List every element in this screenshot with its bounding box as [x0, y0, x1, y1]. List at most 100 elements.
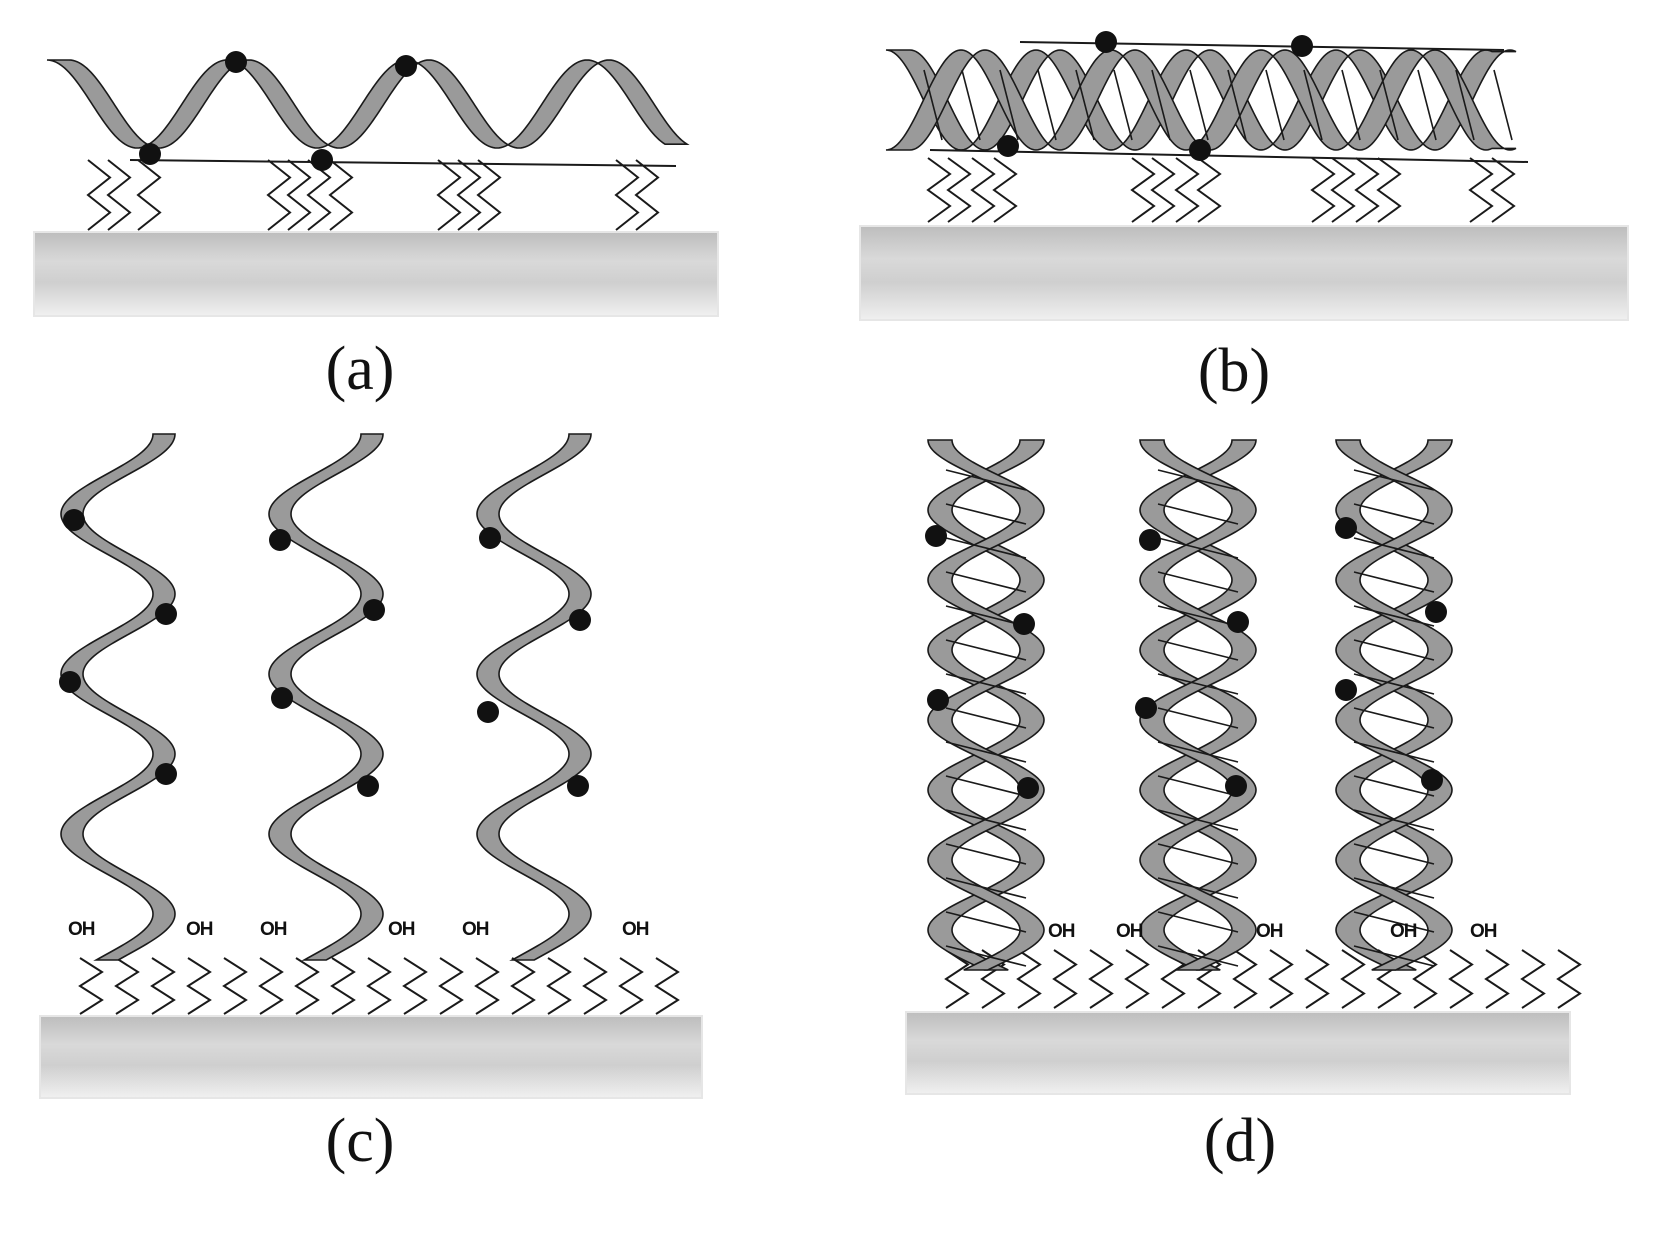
base-pair-line — [945, 707, 1027, 729]
base-pair-line — [1353, 945, 1435, 967]
base-pair-line — [1157, 775, 1239, 797]
base-pair-line — [1265, 69, 1285, 141]
base-pair-line — [1157, 639, 1239, 661]
base-pair-line — [1157, 843, 1239, 865]
base-pair-line — [1157, 945, 1239, 967]
base-pair-line — [945, 605, 1027, 627]
oh-label: OH — [1470, 921, 1497, 942]
marker-bead — [997, 135, 1019, 157]
base-pair-line — [1493, 69, 1513, 141]
dna-strand — [885, 49, 1517, 151]
dna-strand — [476, 433, 592, 961]
dna-strand — [46, 59, 690, 149]
linker-chain — [1448, 949, 1474, 1009]
linker-chain — [1016, 949, 1042, 1009]
linker-chain — [946, 157, 972, 223]
marker-bead — [155, 763, 177, 785]
base-pair-line — [1151, 69, 1171, 141]
base-pair-line — [1157, 673, 1239, 695]
marker-bead — [479, 527, 501, 549]
linker-chain — [436, 159, 462, 231]
linker-chain — [1124, 949, 1150, 1009]
marker-bead — [1013, 613, 1035, 635]
base-pair-line — [945, 843, 1027, 865]
linker-chain — [634, 159, 660, 231]
linker-chain — [306, 159, 332, 231]
linker-chain — [186, 957, 212, 1015]
substrate — [905, 1011, 1571, 1095]
base-pair-line — [923, 69, 943, 141]
base-pair-line — [1157, 877, 1239, 899]
marker-bead — [311, 149, 333, 171]
base-pair-line — [1157, 741, 1239, 763]
linker-chain — [328, 159, 354, 231]
linker-chain — [1088, 949, 1114, 1009]
linker-chain — [330, 957, 356, 1015]
base-pair-line — [1157, 571, 1239, 593]
linker-chain — [1052, 949, 1078, 1009]
marker-bead — [1335, 517, 1357, 539]
base-pair-line — [945, 775, 1027, 797]
base-pair-line — [945, 537, 1027, 559]
base-pair-line — [1353, 843, 1435, 865]
marker-bead — [477, 701, 499, 723]
oh-label: OH — [462, 919, 489, 940]
base-pair-line — [945, 809, 1027, 831]
base-pair-line — [1353, 469, 1435, 491]
linker-chain — [654, 957, 680, 1015]
linker-chain — [402, 957, 428, 1015]
linker-chain — [136, 159, 162, 231]
base-pair-line — [1353, 741, 1435, 763]
base-pair-line — [945, 469, 1027, 491]
linker-chain — [294, 957, 320, 1015]
base-pair-line — [945, 503, 1027, 525]
substrate — [859, 225, 1629, 321]
base-pair-line — [945, 945, 1027, 967]
base-pair-line — [1157, 911, 1239, 933]
base-pair-line — [1227, 69, 1247, 141]
linker-chain — [1196, 157, 1222, 223]
linker-chain — [106, 159, 132, 231]
strand-baseline — [129, 159, 677, 167]
base-pair-line — [1157, 469, 1239, 491]
base-pair-line — [1157, 809, 1239, 831]
base-pair-line — [1353, 673, 1435, 695]
marker-bead — [1421, 769, 1443, 791]
base-pair-line — [1075, 69, 1095, 141]
linker-chain — [78, 957, 104, 1015]
linker-chain — [510, 957, 536, 1015]
linker-chain — [1130, 157, 1156, 223]
panel-label-c: (c) — [325, 1107, 395, 1175]
linker-chain — [582, 957, 608, 1015]
base-pair-line — [999, 69, 1019, 141]
base-pair-line — [1189, 69, 1209, 141]
marker-bead — [567, 775, 589, 797]
linker-chain — [1468, 157, 1494, 223]
marker-bead — [1227, 611, 1249, 633]
base-pair-line — [1113, 69, 1133, 141]
base-pair-line — [1341, 69, 1361, 141]
base-pair-line — [1303, 69, 1323, 141]
oh-label: OH — [1116, 921, 1143, 942]
oh-label: OH — [388, 919, 415, 940]
linker-chain — [1484, 949, 1510, 1009]
linker-chain — [456, 159, 482, 231]
linker-chain — [366, 957, 392, 1015]
linker-chain — [546, 957, 572, 1015]
marker-bead — [1335, 679, 1357, 701]
linker-chain — [86, 159, 112, 231]
linker-chain — [944, 949, 970, 1009]
oh-label: OH — [1256, 921, 1283, 942]
substrate — [39, 1015, 703, 1099]
marker-bead — [1189, 139, 1211, 161]
marker-bead — [1425, 601, 1447, 623]
base-pair-line — [961, 69, 981, 141]
linker-chain — [222, 957, 248, 1015]
linker-chain — [1412, 949, 1438, 1009]
linker-chain — [266, 159, 292, 231]
linker-chain — [1304, 949, 1330, 1009]
linker-chain — [258, 957, 284, 1015]
marker-bead — [1291, 35, 1313, 57]
